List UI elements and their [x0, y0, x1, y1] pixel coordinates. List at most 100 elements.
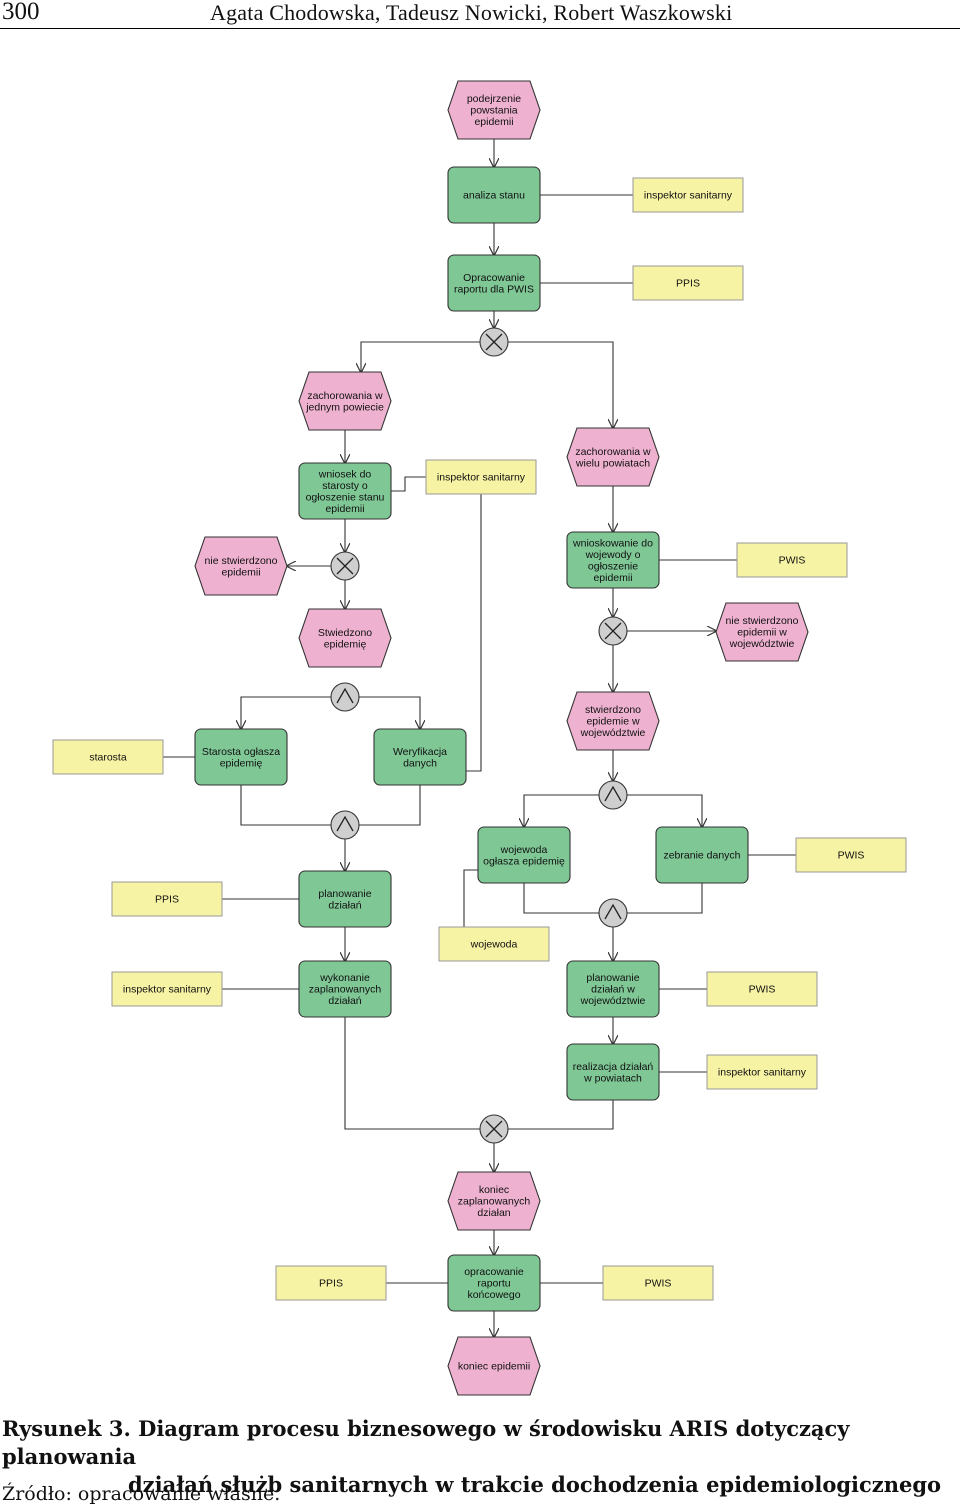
org-unit-o6: PWIS — [795, 837, 907, 873]
org-unit-shape — [795, 837, 907, 873]
connectors — [163, 139, 796, 1337]
node-label: inspektor sanitarny — [123, 984, 212, 996]
org-unit-o9: inspektor sanitarny — [111, 971, 223, 1007]
flow-connector — [359, 696, 420, 729]
and-connector — [598, 780, 628, 810]
function-shape — [298, 960, 392, 1018]
flow-connector — [359, 785, 421, 826]
function-shape — [298, 870, 392, 928]
org-unit-o5: starosta — [52, 739, 164, 775]
org-unit-o13: PWIS — [602, 1265, 714, 1301]
org-unit-o10: PWIS — [706, 971, 818, 1007]
flow-connector — [344, 1017, 480, 1130]
org-unit-o2: PPIS — [632, 265, 744, 301]
caption-label: Rysunek 3. — [2, 1416, 131, 1441]
running-head-authors: Agata Chodowska, Tadeusz Nowicki, Robert… — [210, 0, 733, 25]
event-shape — [447, 1336, 541, 1396]
org-unit-shape — [275, 1265, 387, 1301]
node-label: inspektor sanitarny — [718, 1067, 807, 1079]
function-f8: zebranie danych — [655, 826, 749, 884]
org-link — [466, 494, 482, 772]
event-shape — [447, 1171, 541, 1231]
org-unit-o11: inspektor sanitarny — [706, 1054, 818, 1090]
event-shape — [298, 371, 392, 431]
function-shape — [447, 1254, 541, 1312]
org-link — [463, 869, 478, 927]
node-label: PPIS — [155, 894, 179, 906]
flow-connector — [627, 794, 702, 827]
org-unit-o7: PPIS — [111, 881, 223, 917]
node-label: wojewoda — [470, 939, 518, 951]
page-number: 300 — [2, 0, 40, 25]
xor-connector — [479, 327, 509, 357]
and-connector — [330, 682, 360, 712]
node-label: PPIS — [319, 1278, 343, 1290]
xor-connector — [598, 616, 628, 646]
event-shape — [566, 427, 660, 487]
node-label: PWIS — [749, 984, 776, 996]
flow-connector — [524, 794, 599, 827]
org-unit-o1: inspektor sanitarny — [632, 177, 744, 213]
flow-connector — [627, 883, 703, 914]
event-shape — [566, 691, 660, 751]
node-label: PPIS — [676, 278, 700, 290]
and-connector — [598, 898, 628, 928]
org-unit-shape — [52, 739, 164, 775]
event-e9: koniec epidemii — [447, 1336, 541, 1396]
function-shape — [566, 960, 660, 1018]
flow-connector — [361, 341, 480, 372]
xor-connector — [330, 551, 360, 581]
function-shape — [298, 462, 392, 520]
node-label: inspektor sanitarny — [644, 190, 733, 202]
event-shape — [447, 80, 541, 140]
org-unit-shape — [111, 881, 223, 917]
org-unit-shape — [425, 459, 537, 495]
function-shape — [477, 826, 571, 884]
org-unit-shape — [706, 1054, 818, 1090]
node-label: koniec epidemii — [458, 1361, 530, 1373]
function-shape — [655, 826, 749, 884]
figure-caption: Rysunek 3. Diagram procesu biznesowego w… — [2, 1415, 952, 1499]
node-label: zebranie danych — [663, 850, 740, 862]
org-link — [391, 476, 426, 492]
and-connector — [330, 810, 360, 840]
org-unit-shape — [602, 1265, 714, 1301]
node-label: PWIS — [645, 1278, 672, 1290]
page-header: 300 Agata Chodowska, Tadeusz Nowicki, Ro… — [0, 0, 960, 29]
org-unit-o12: PPIS — [275, 1265, 387, 1301]
org-unit-o8: wojewoda — [438, 926, 550, 962]
org-unit-shape — [632, 265, 744, 301]
node-label: analiza stanu — [463, 190, 525, 202]
